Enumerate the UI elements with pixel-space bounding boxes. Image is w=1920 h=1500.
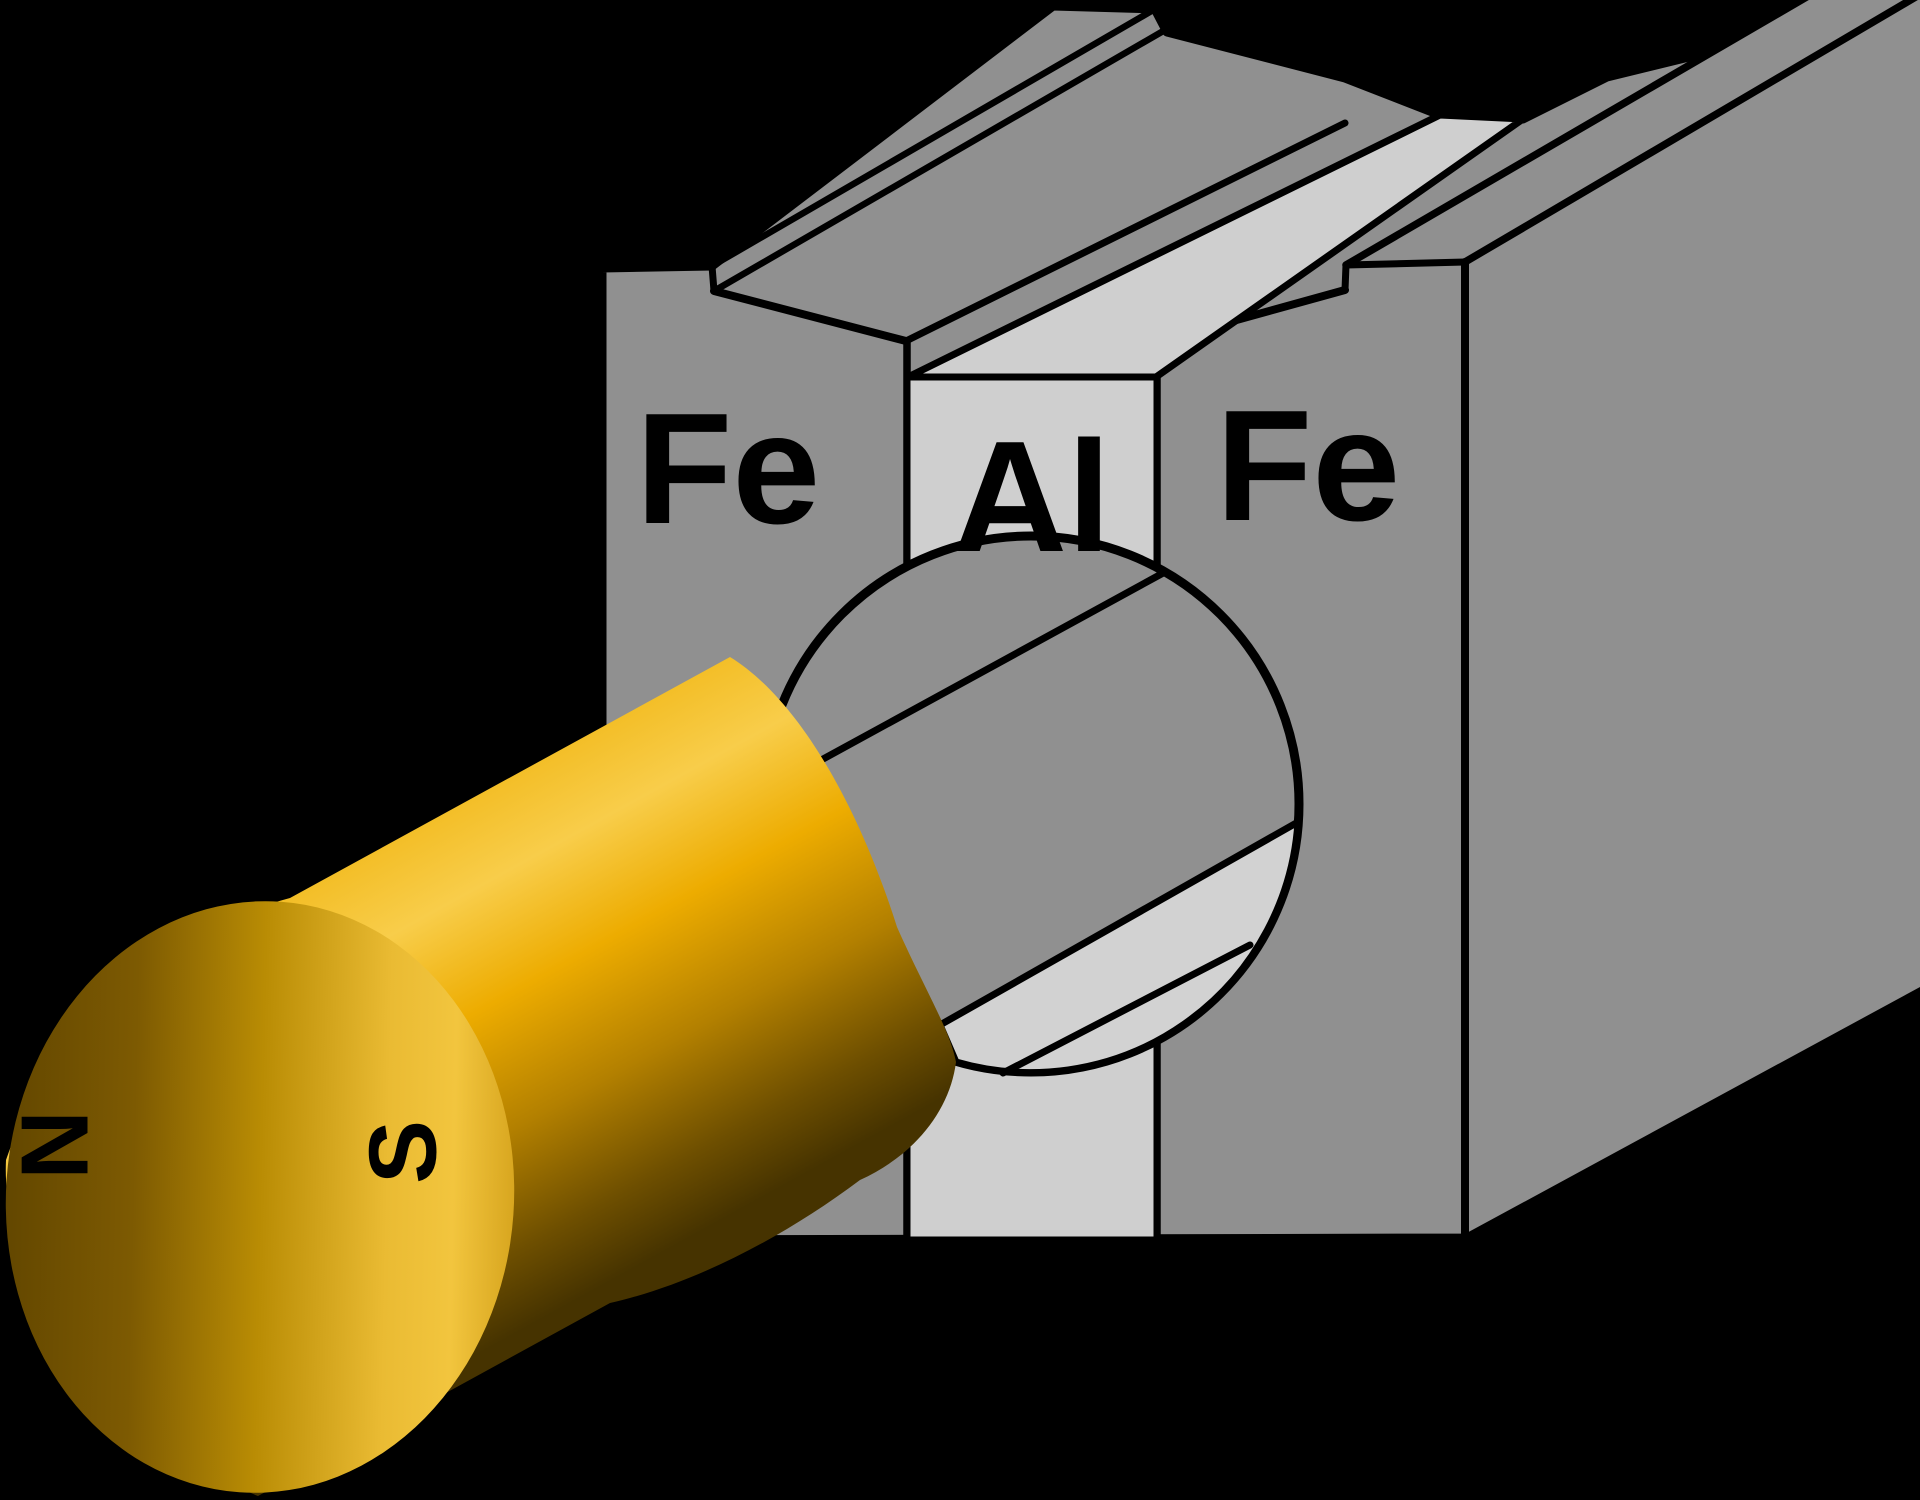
- bore-wall-edge: [810, 568, 1169, 768]
- magnet-end-face: [5, 901, 515, 1493]
- right-iron-label: Fe: [1216, 378, 1400, 554]
- bore-lens-edge: [999, 941, 1254, 1077]
- bore-back-lens: [936, 818, 1302, 1077]
- south-pole-label: S: [350, 1120, 457, 1184]
- north-pole-label: N: [2, 1110, 109, 1179]
- aluminum-label: Al: [953, 409, 1111, 585]
- left-iron-label: Fe: [636, 381, 820, 557]
